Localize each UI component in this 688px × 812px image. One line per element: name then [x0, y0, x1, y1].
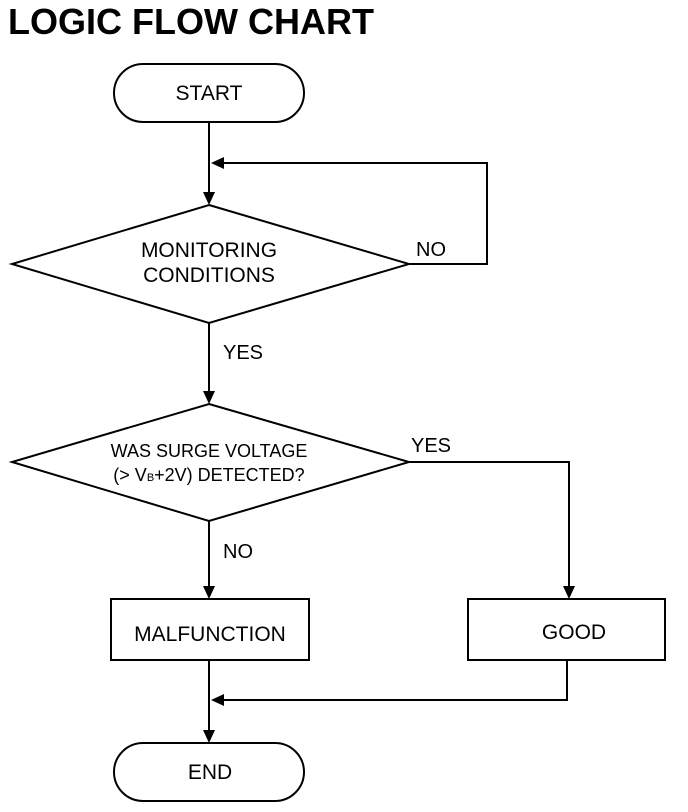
surge-voltage-label-subscript: B: [147, 472, 154, 484]
monitoring-yes-label: YES: [223, 342, 263, 364]
connector-good-to-end: [223, 660, 568, 701]
monitoring-conditions-label-line2: CONDITIONS: [143, 264, 275, 287]
good-box: [467, 598, 666, 661]
connector-surge-yes: [409, 461, 570, 587]
malfunction-box: [110, 598, 310, 661]
arrowhead-into-good: [563, 586, 575, 599]
start-label: START: [176, 82, 243, 105]
surge-no-label: NO: [223, 541, 253, 563]
arrowhead-loop-return: [211, 157, 224, 169]
arrowhead-into-end: [203, 730, 215, 743]
malfunction-label: MALFUNCTION: [134, 623, 286, 646]
surge-yes-label: YES: [411, 435, 451, 457]
surge-voltage-label-line2: (> VB+2V) DETECTED?: [113, 465, 304, 485]
end-terminal: [113, 742, 305, 802]
surge-voltage-label-line1: WAS SURGE VOLTAGE: [111, 441, 308, 461]
surge-voltage-label-prefix: (> V: [113, 465, 147, 485]
monitoring-no-label: NO: [416, 239, 446, 261]
arrowhead-good-merge: [211, 694, 224, 706]
end-label: END: [188, 761, 232, 784]
surge-voltage-decision: [8, 402, 413, 523]
surge-voltage-label-suffix: +2V) DETECTED?: [154, 465, 305, 485]
good-label: GOOD: [542, 621, 606, 644]
page-title: LOGIC FLOW CHART: [8, 1, 374, 42]
arrowhead-into-surge-decision: [203, 391, 215, 404]
monitoring-conditions-label-line1: MONITORING: [141, 239, 277, 262]
arrowhead-into-monitoring: [203, 192, 215, 205]
connector-monitoring-no-loop: [223, 162, 488, 265]
arrowhead-into-malfunction: [203, 586, 215, 599]
